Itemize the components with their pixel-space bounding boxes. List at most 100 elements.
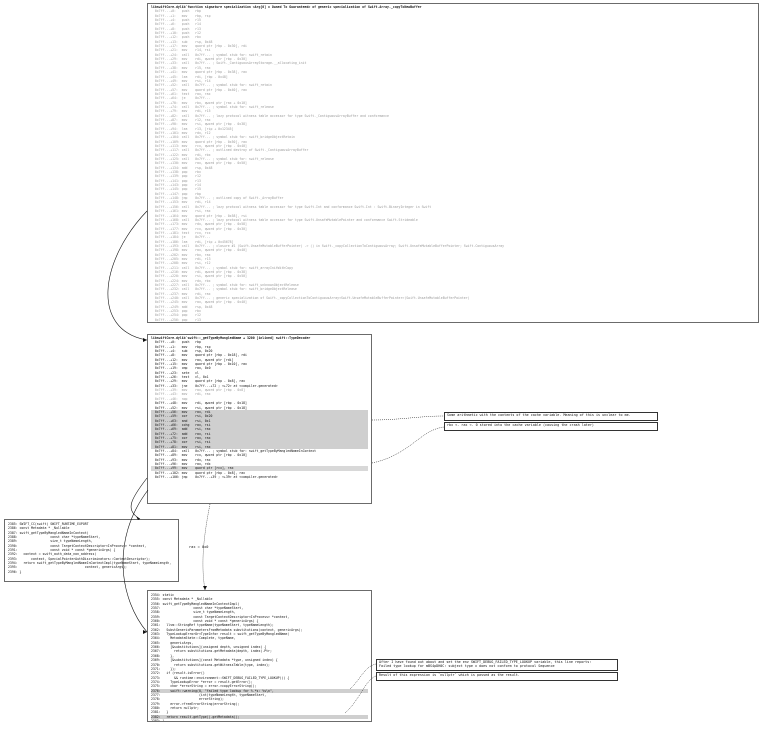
mid-box-line: 0x7ff...+48: mov rdi, qword ptr [rbp - 0…	[151, 401, 247, 406]
top-box-line: 0x7ff...+186: lea rdi, [rip + 0x45678]	[151, 239, 234, 244]
top-box-title: libswiftCore.dylib`function signature sp…	[151, 5, 422, 9]
top-box-line: 0x7ff...+13: sub rsp, 0x48	[151, 39, 213, 44]
bottom-box-line: 2357: const char *typeNameStart,	[151, 606, 244, 611]
bottom-box-line: 2379: error->freeErrorString(errorString…	[151, 701, 240, 706]
top-box-line: 0x7ff...+232: call 0x7ff... ; symbol stu…	[151, 287, 297, 292]
bottom-box-line: 2375: char *errorString = error->copyErr…	[151, 684, 257, 689]
top-box-line: 0x7ff...+177: mov rcx, qword ptr [rbp - …	[151, 226, 247, 231]
top-box-rows: 0x7ff...+0: push rbp 0x7ff...+1: mov rbp…	[148, 9, 758, 322]
left-box-line: 2395: context, genericArgs);	[8, 565, 127, 570]
bottom-box-line: 2356: swift_getTypeByMangledNameInContex…	[151, 601, 240, 606]
top-box-line: 0x7ff...+253: pop rbx	[151, 309, 201, 314]
top-box-line: 0x7ff...+17: mov qword ptr [rbp - 0x30],…	[151, 44, 247, 49]
left-box-line: 2394: return swift_getTypeByMangledNameI…	[8, 561, 172, 566]
left-box-rows: 2385: SWIFT_CC(swift) SWIFT_RUNTIME_EXPO…	[5, 520, 178, 574]
bottom-box-line: 2359: const TargetContextDescriptor<InPr…	[151, 614, 290, 619]
bottom-box-line: 2378: errorString);	[151, 697, 224, 702]
top-box-line: 0x7ff...+147: pop rbp	[151, 191, 201, 196]
top-box-line: 0x7ff...+168: call 0x7ff... ; lazy proto…	[151, 217, 418, 222]
mid-box-rows: 0x7ff...+0: push rbp 0x7ff...+1: mov rbp…	[148, 340, 371, 479]
top-box-line: 0x7ff...+33: call 0x7ff... ; Swift._Cont…	[151, 61, 307, 66]
top-box-line: 0x7ff...+205: mov rdi, r13	[151, 256, 211, 261]
top-box-line: 0x7ff...+79: mov rdi, r15	[151, 109, 211, 114]
mid-box-line: 0x7ff...+1: mov rbp, rsp	[151, 344, 211, 349]
mid-box-title: libswiftCore.dylib`swift::_getTypeByMang…	[151, 336, 311, 340]
top-box-line: 0x7ff...+141: pop r13	[151, 178, 201, 183]
top-box-line: 0x7ff...+4: push r15	[151, 18, 201, 23]
mid-box-line: 0x7ff...+78: xor rsi, rsi	[151, 440, 368, 445]
top-box-line: 0x7ff...+74: call 0x7ff... ; symbol stub…	[151, 104, 274, 109]
top-box-line: 0x7ff...+249: add rsp, 0x48	[151, 304, 213, 309]
mid-box-line: 0x7ff...+59: xor rsi, 0x20	[151, 414, 368, 419]
top-box-line: 0x7ff...+87: mov r12, rax	[151, 117, 211, 122]
left-box-line: 2387: swift_getTypeByMangledNameInContex…	[8, 530, 89, 535]
bottom-box-line: 2371: });	[151, 666, 176, 671]
mid-box-line: 0x7ff...+84: call 0x7ff... ; symbol stub…	[151, 448, 317, 453]
connector-highlight-to-note1	[371, 415, 445, 421]
top-box-line: 0x7ff...+8: push r13	[151, 26, 201, 31]
top-box-line: 0x7ff...+21: mov r14, rsi	[151, 48, 211, 53]
arrowhead-mid	[143, 338, 147, 342]
mid-box-line: 0x7ff...+75: xor rax, rax	[151, 435, 368, 441]
mid-box-line: 0x7ff...+46: nop	[151, 396, 188, 401]
top-box-line: 0x7ff...+122: mov rdi, rbx	[151, 152, 211, 157]
left-box-line: 2393: context, SpecialPointerAuthDiscrim…	[8, 556, 151, 561]
mid-box-line: 0x7ff...+81: mov rsi, rax	[151, 444, 368, 449]
connector-mid-to-bottom	[122, 489, 149, 633]
bottom-box-line: 2367: return substitutions.getMetadata(d…	[151, 649, 272, 654]
note-nullptr-result: Result of this expression is `nullptr` w…	[376, 672, 618, 681]
bottom-box-line: 2381: }	[151, 710, 169, 715]
mid-box-line: 0x7ff...+99: mov qword ptr [rcx], rax	[151, 466, 368, 471]
top-box-line: 0x7ff...+156: call 0x7ff... ; lazy proto…	[151, 204, 432, 209]
bottom-box-line: 2366: [&substitutions](unsigned depth, u…	[151, 645, 267, 650]
mid-box-line: 0x7ff...+26: test cl, 0x1	[151, 375, 209, 380]
bottom-box-line: 2363: TypeLookupErrorOr<TypeInfo> result…	[151, 632, 290, 637]
top-box-line: 0x7ff...+184: je 0x7ff...	[151, 235, 211, 240]
top-box-line: 0x7ff...+173: mov rdx, qword ptr [rbp - …	[151, 222, 247, 227]
top-box-line: 0x7ff...+240: call 0x7ff... ; generic sp…	[151, 296, 470, 301]
top-box-line: 0x7ff...+134: add rsp, 0x48	[151, 165, 213, 170]
bottom-box-line: 2354: static	[151, 593, 175, 597]
mid-box-line: 0x7ff...+93: mov rdx, rax	[151, 457, 211, 462]
top-box-line: 0x7ff...+38: mov r15, rax	[151, 65, 211, 70]
connector-top-to-mid	[107, 210, 148, 341]
top-box-line: 0x7ff...+104: call 0x7ff... ; symbol stu…	[151, 135, 295, 140]
top-box-line: 0x7ff...+6: push r14	[151, 22, 201, 27]
top-box-line: 0x7ff...+245: mov rax, qword ptr [rbp - …	[151, 300, 247, 305]
top-box-line: 0x7ff...+153: mov rdi, r14	[151, 200, 211, 205]
bottom-box-line: 2361: llvm::StringRef typeName(typeNameS…	[151, 623, 274, 628]
note-debug-lookup: After I have found out about and set the…	[376, 659, 618, 671]
top-disassembly-box: libswiftCore.dylib`function signature sp…	[147, 3, 759, 323]
left-box-line: 2386: const Metadata * _Nullable	[8, 526, 70, 531]
mid-box-line: 0x7ff...+66: xchg rax, rsi	[151, 422, 368, 428]
mid-box-line: 0x7ff...+33: jne 0x7ff...+72 ; <+72> at …	[151, 383, 278, 388]
top-box-line: 0x7ff...+90: mov rsi, qword ptr [rbp - 0…	[151, 122, 247, 127]
top-box-line: 0x7ff...+143: pop r14	[151, 183, 201, 188]
mid-box-line: 0x7ff...+19: cmp rax, 0x0	[151, 366, 211, 371]
mid-box-line: 0x7ff...+8: mov qword ptr [rbp - 0x18], …	[151, 353, 247, 358]
mid-box-line: 0x7ff...+43: mov rdi, rax	[151, 392, 211, 397]
bottom-box-line: 2382: return result.getType().getMetadat…	[151, 714, 368, 719]
top-box-line: 0x7ff...+139: pop r12	[151, 174, 201, 179]
mid-box-line: 0x7ff...+23: sete cl	[151, 370, 199, 375]
mid-box-line: 0x7ff...+0: push rbp	[151, 340, 201, 345]
bottom-box-line: 2364: MetadataState::Complete, typeName,	[151, 636, 236, 641]
left-box-line: 2385: SWIFT_CC(swift) SWIFT_RUNTIME_EXPO…	[8, 522, 89, 526]
note-cache-store: rbx <- rax <- 0 stored into the cache va…	[444, 422, 658, 431]
connector-line2376-to-note	[349, 663, 377, 690]
top-box-line: 0x7ff...+109: mov qword ptr [rbp - 0x50]…	[151, 139, 247, 144]
left-box-line: 2388: const char *typeNameStart,	[8, 535, 101, 540]
top-box-line: 0x7ff...+161: mov rsi, rax	[151, 209, 211, 214]
top-box-line: 0x7ff...+256: pop r13	[151, 317, 201, 322]
top-box-line: 0x7ff...+24: call 0x7ff... ; symbol stub…	[151, 52, 272, 57]
top-box-line: 0x7ff...+82: call 0x7ff... ; lazy protoc…	[151, 113, 389, 118]
bottom-box-line: 2358: size_t typeNameLength,	[151, 610, 236, 615]
left-source-box: 2385: SWIFT_CC(swift) SWIFT_RUNTIME_EXPO…	[4, 519, 179, 582]
top-box-line: 0x7ff...+0: push rbp	[151, 9, 201, 14]
bottom-box-line: 2365: genericArgs,	[151, 640, 194, 645]
bottom-box-line: 2368: },	[151, 653, 175, 658]
top-box-line: 0x7ff...+29: mov rdi, qword ptr [rbp - 0…	[151, 57, 247, 62]
bottom-box-line: 2376: swift::warning(0, "failed type loo…	[151, 688, 368, 693]
